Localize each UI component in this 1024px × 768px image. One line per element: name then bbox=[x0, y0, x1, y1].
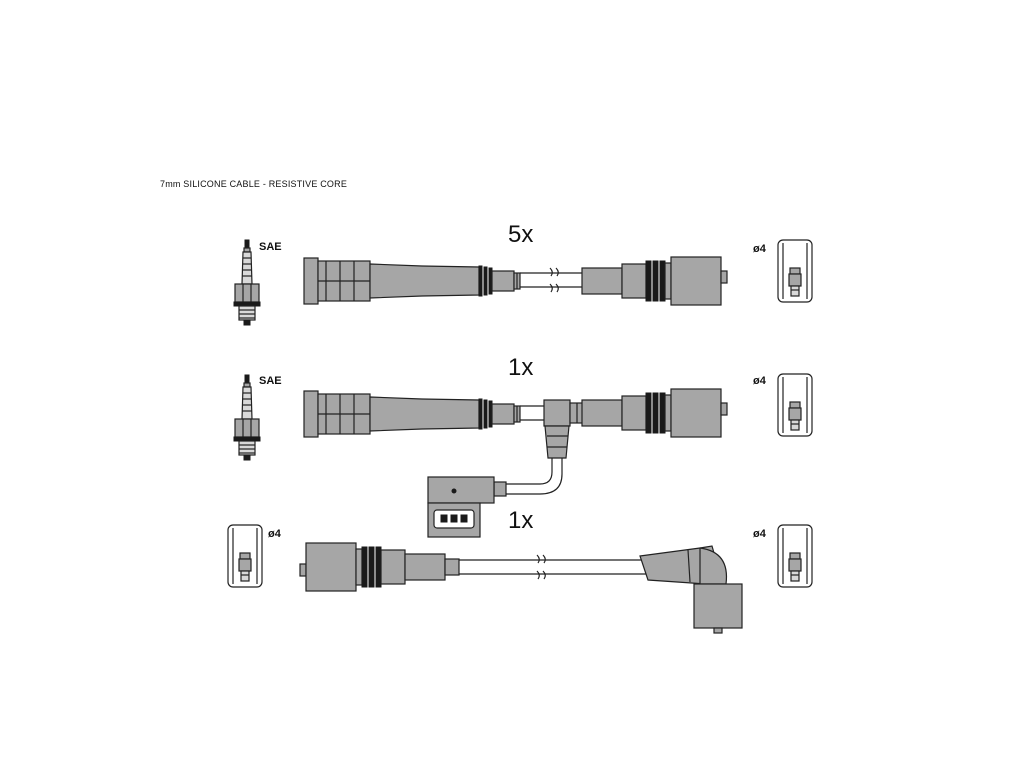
plug-boot-row-2 bbox=[303, 390, 521, 438]
cable-row-1 bbox=[520, 267, 586, 293]
terminal-sleeve-row-1 bbox=[777, 239, 813, 303]
cable-set-row-1: 5x SAE ø4 bbox=[233, 221, 813, 326]
quantity-label-row-2: 1x bbox=[508, 354, 533, 381]
terminal-size-label-row-2: ø4 bbox=[753, 375, 767, 387]
quantity-label-row-1: 5x bbox=[508, 221, 533, 248]
quantity-label-row-3: 1x bbox=[508, 507, 533, 534]
plug-type-label-row-1: SAE bbox=[259, 241, 282, 253]
cable-specification-caption: 7mm SILICONE CABLE - RESISTIVE CORE bbox=[160, 179, 347, 189]
cable-row-3 bbox=[459, 554, 648, 580]
cable-set-row-3: 1x ø4 ø4 bbox=[227, 507, 813, 634]
terminal-sleeve-row-3-left bbox=[227, 524, 263, 588]
spark-plug-row-2 bbox=[233, 374, 261, 461]
coil-cap-row-2 bbox=[581, 388, 728, 438]
terminal-sleeve-row-2 bbox=[777, 373, 813, 437]
plug-type-label-row-2: SAE bbox=[259, 375, 282, 387]
plug-boot-row-1 bbox=[303, 257, 521, 305]
sensor-connector bbox=[427, 476, 507, 538]
terminal-size-label-row-3-left: ø4 bbox=[268, 528, 282, 540]
terminal-sleeve-row-3-right bbox=[777, 524, 813, 588]
terminal-size-label-row-1: ø4 bbox=[753, 243, 767, 255]
cable-junction bbox=[494, 399, 585, 495]
angled-boot-row-3 bbox=[639, 545, 743, 634]
cable-set-row-2: 1x SAE ø4 bbox=[233, 354, 813, 538]
coil-cap-row-1 bbox=[581, 256, 728, 306]
cable-row-2 bbox=[520, 405, 544, 421]
coil-cap-row-3 bbox=[299, 542, 460, 592]
terminal-size-label-row-3-right: ø4 bbox=[753, 528, 767, 540]
spark-plug-row-1 bbox=[233, 239, 261, 326]
